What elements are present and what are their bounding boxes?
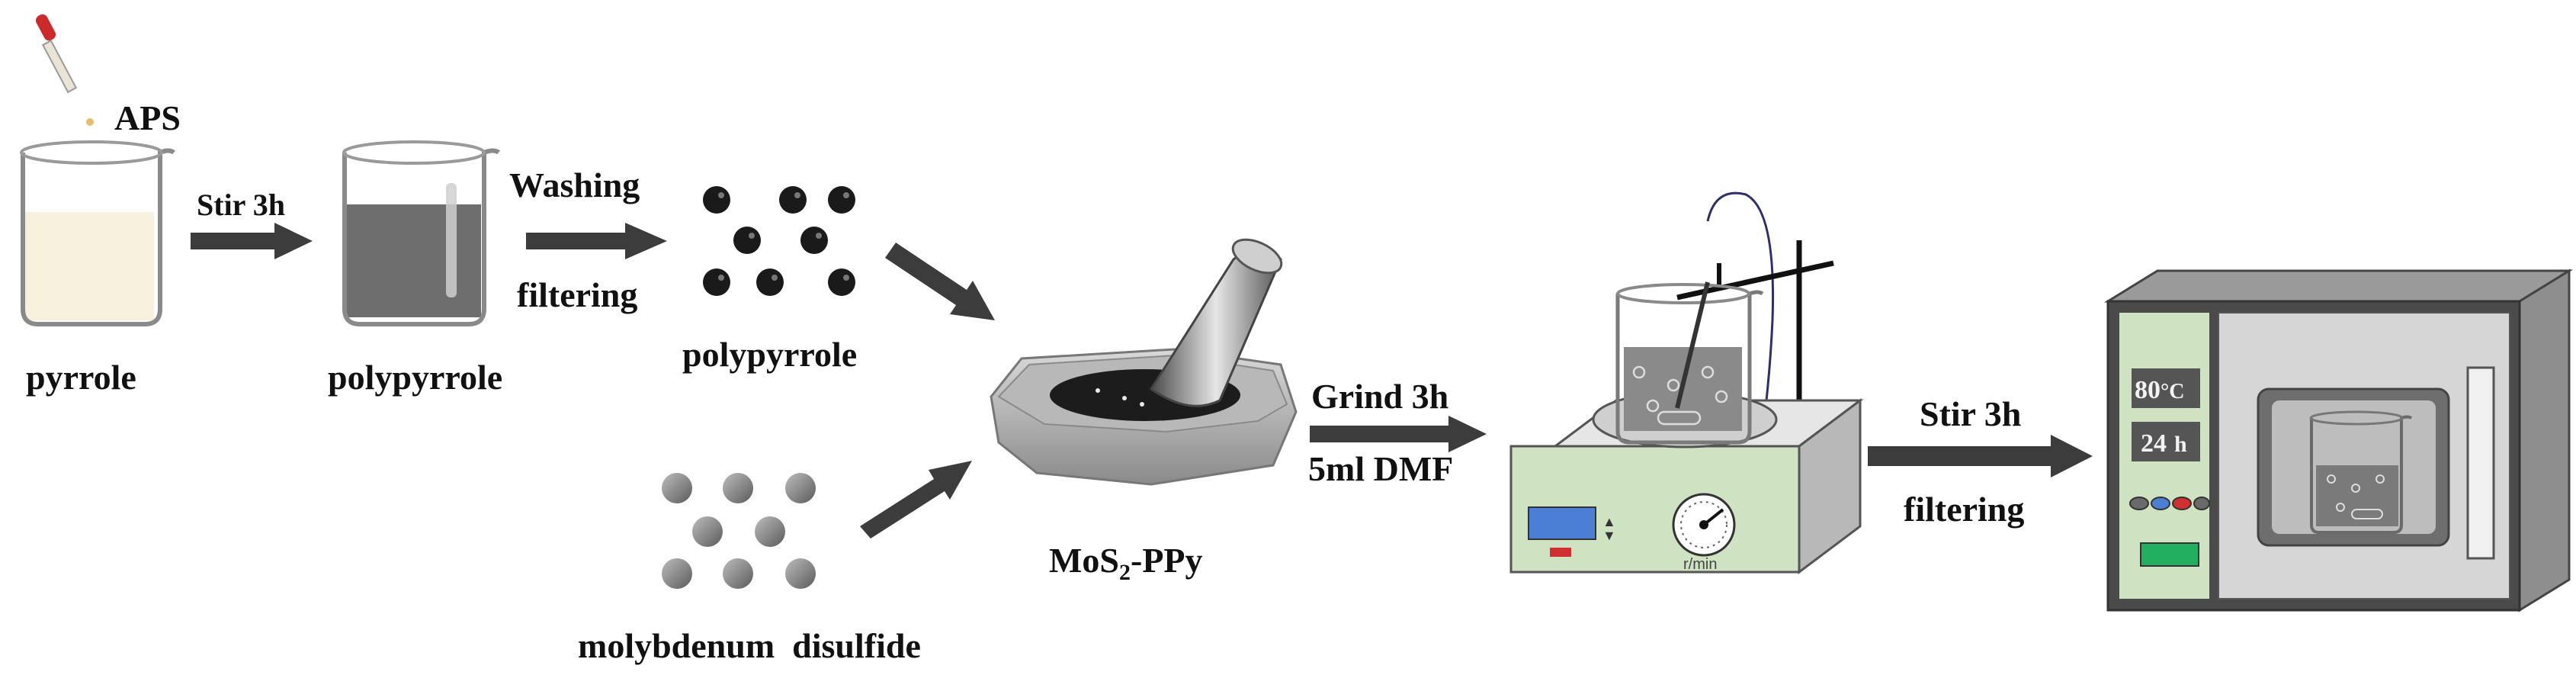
beaker-pyrrole <box>20 140 175 326</box>
oven-temp-value: 80 <box>2135 376 2161 404</box>
dropper-icon <box>35 14 94 126</box>
mortar-pestle-icon <box>990 238 1298 486</box>
arrow-5 <box>1310 416 1487 452</box>
mos2-ppy-prefix: MoS <box>1049 541 1119 580</box>
oven-time-unit: h <box>2174 432 2187 457</box>
svg-text:80°C: 80°C <box>2135 376 2184 404</box>
molybdenum-disulfide-label: molybdenum disulfide <box>578 626 921 665</box>
dmf-label: 5ml DMF <box>1308 449 1453 488</box>
polypyrrole-particles <box>703 186 855 296</box>
mos2-ppy-label: MoS2-PPy <box>1049 541 1203 585</box>
oven-temp-unit: °C <box>2161 380 2184 403</box>
grind-3h-label: Grind 3h <box>1311 377 1448 416</box>
mos2-particles <box>662 473 816 589</box>
arrow-2 <box>526 223 667 259</box>
arrow-6 <box>1868 435 2093 477</box>
beaker-polypyrrole <box>342 140 500 326</box>
mos2-ppy-suffix: -PPy <box>1131 541 1203 580</box>
arrow-1 <box>191 223 313 259</box>
filtering-label-1: filtering <box>517 275 637 314</box>
stir-3h-label-1: Stir 3h <box>197 188 285 222</box>
oven-icon: 80°C 24 h <box>2103 268 2574 612</box>
washing-label: Washing <box>509 166 640 204</box>
oven-time-value: 24 <box>2141 429 2167 458</box>
arrow-3 <box>885 243 995 320</box>
aps-label: APS <box>114 98 181 137</box>
pyrrole-label: pyrrole <box>26 358 136 397</box>
stirrer-unit-label: r/min <box>1683 556 1717 573</box>
filtering-label-2: filtering <box>1904 490 2024 529</box>
polypyrrole-label-1: polypyrrole <box>328 358 502 397</box>
arrow-4 <box>860 461 972 539</box>
up-down-icon: ▲ <box>1602 514 1616 529</box>
stir-3h-label-2: Stir 3h <box>1920 394 2021 433</box>
svg-text:▼: ▼ <box>1602 528 1616 543</box>
magnetic-stirrer-icon: ▲ ▼ r/min <box>1509 191 1864 574</box>
polypyrrole-label-2: polypyrrole <box>682 335 857 374</box>
svg-text:24h: 24 h <box>2141 429 2187 458</box>
mos2-ppy-subscript: 2 <box>1119 560 1131 585</box>
